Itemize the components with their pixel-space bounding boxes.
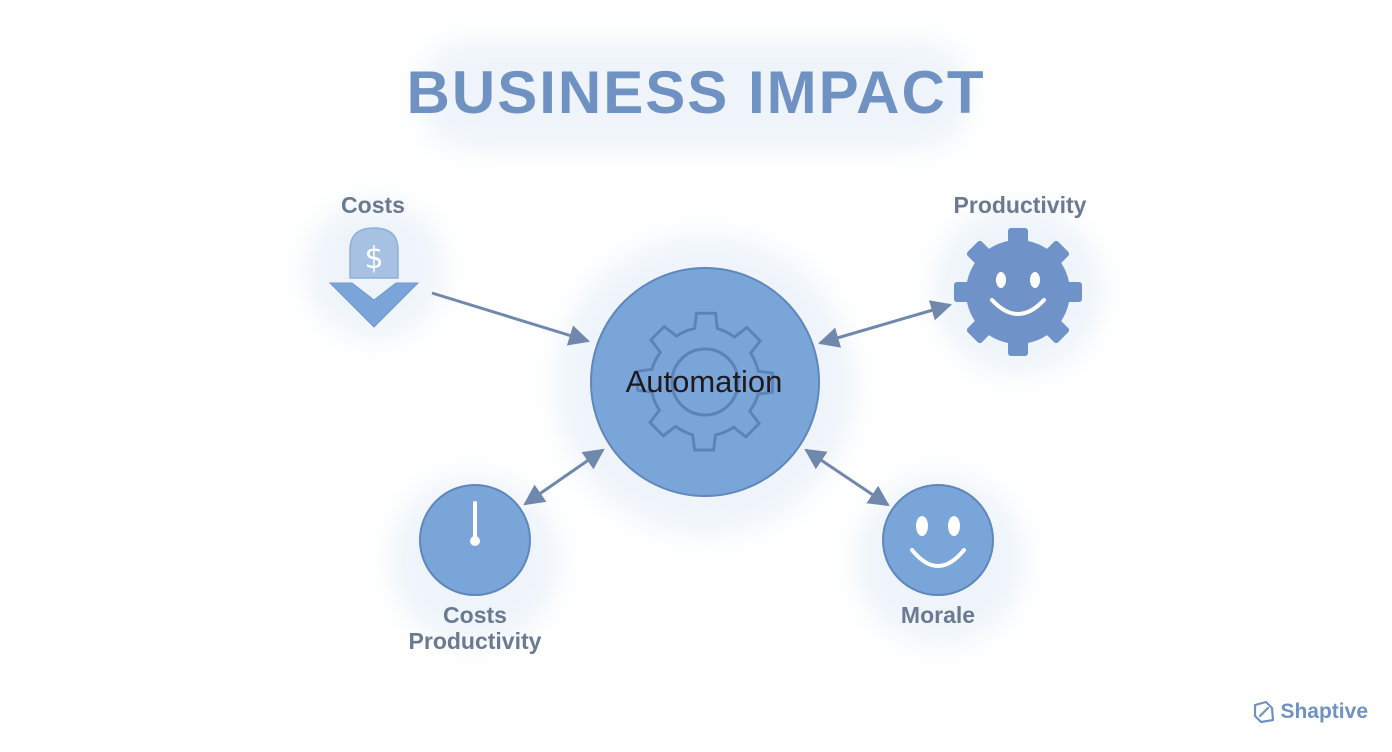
gauge-icon [419,484,531,596]
shaptive-logo-icon [1254,700,1275,724]
costs-productivity-label-line1: Costs [443,602,507,628]
svg-text:$: $ [364,241,383,276]
automation-label: Automation [625,364,783,399]
brand-name: Shaptive [1280,700,1368,723]
arrow-automation-morale [804,448,890,507]
productivity-label: Productivity [953,192,1087,218]
costs-productivity-label-line2: Productivity [408,628,542,654]
smiley-icon [882,484,994,596]
arrow-costs-to-automation [431,291,591,346]
costs-label: Costs [341,192,405,218]
costs-productivity-label: Costs Productivity [395,602,555,654]
automation-node [590,267,820,497]
arrow-automation-productivity [817,300,953,348]
diagram-title: BUSINESS IMPACT [406,59,986,126]
arrow-automation-costs-productivity [523,448,605,506]
morale-label: Morale [900,602,976,628]
connector-arrows [431,291,953,507]
gear-icon [636,311,774,452]
smiling-gear-icon [954,228,1082,356]
brand-watermark: Shaptive [1252,700,1368,724]
dollar-down-icon: $ [328,227,420,328]
